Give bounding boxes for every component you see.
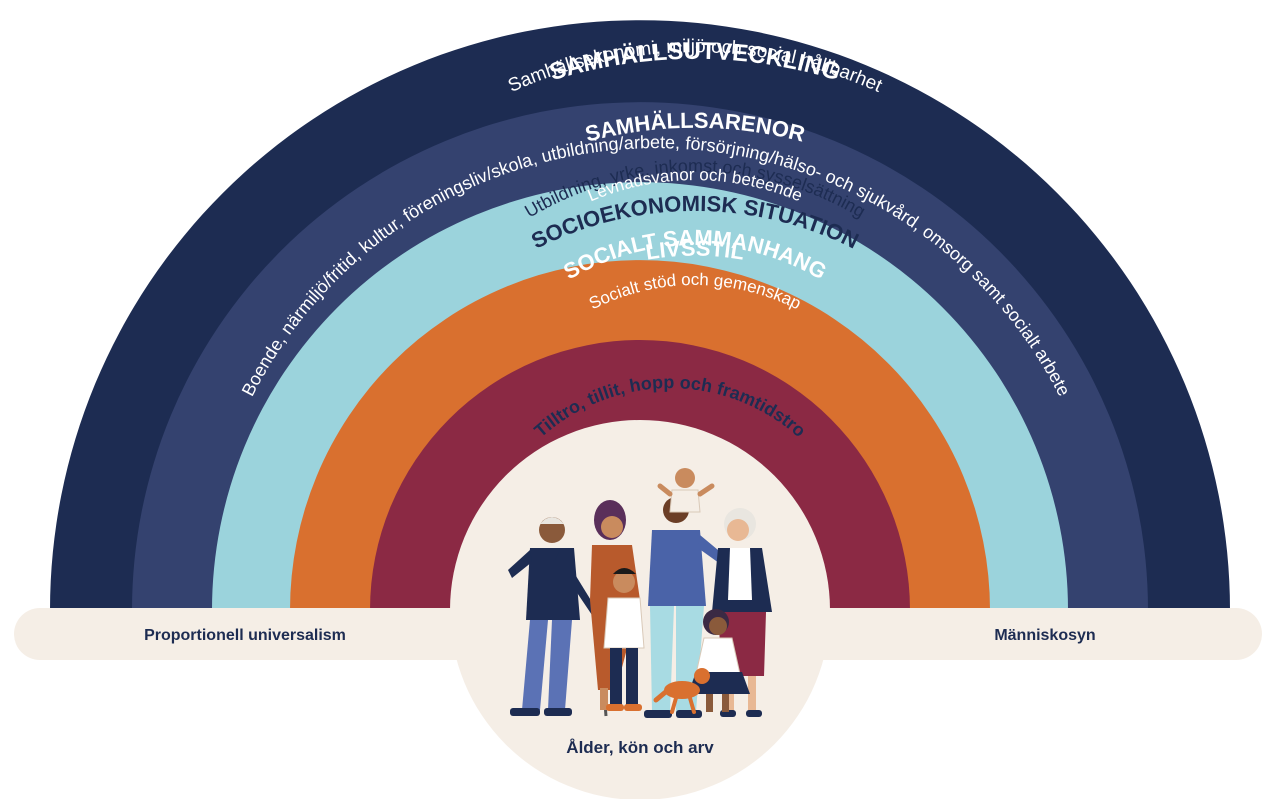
boy-figure bbox=[603, 568, 645, 711]
family-illustration bbox=[508, 468, 772, 718]
toddler-figure bbox=[657, 468, 715, 513]
dog-figure bbox=[653, 668, 710, 714]
bar-left-label: Proportionell universalism bbox=[144, 627, 346, 644]
grandfather-figure bbox=[508, 517, 608, 717]
bar-right-label: Människosyn bbox=[994, 627, 1095, 644]
center-bottom-label: Ålder, kön och arv bbox=[566, 738, 714, 757]
title-livsstil: LIVSSTIL bbox=[644, 236, 746, 265]
